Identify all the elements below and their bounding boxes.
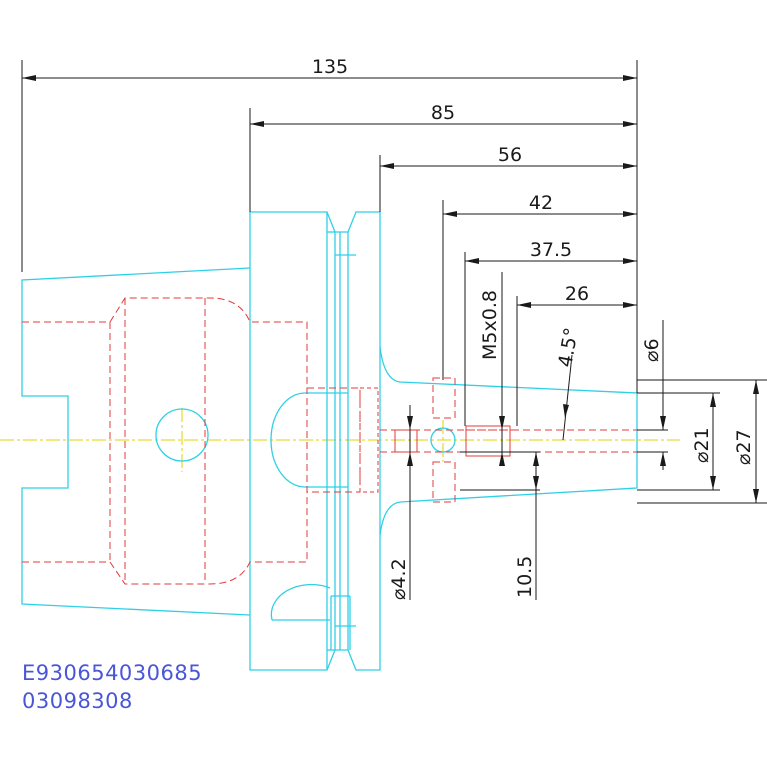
part-outline: [21, 211, 638, 671]
reference-number: E930654030685: [22, 661, 203, 685]
extension-lines: [21, 60, 767, 504]
dim-thread-spec: M5x0.8: [479, 290, 501, 360]
dim-nose-dia: ⌀21: [691, 427, 713, 463]
dimension-labels: 135 85 56 42 37.5 26 M5x0.8 4.5° ⌀6 ⌀21 …: [312, 56, 755, 600]
dim-collar-to-end: 56: [498, 144, 522, 166]
dim-pin-offset: 10.5: [514, 556, 536, 598]
dim-thread-start-to-end: 37.5: [530, 239, 572, 261]
dim-collar-dia: ⌀27: [733, 429, 755, 465]
dim-overall-length: 135: [312, 56, 348, 78]
dim-thread-to-end: 26: [565, 283, 589, 305]
reference-code: 03098308: [22, 689, 133, 713]
dim-pin-to-end: 42: [529, 192, 553, 214]
dim-flange-to-end: 85: [431, 102, 455, 124]
dim-pin-hole: ⌀4.2: [388, 558, 410, 600]
hidden-lines: [22, 297, 637, 585]
dim-bore-small: ⌀6: [641, 338, 663, 362]
dim-taper-angle: 4.5°: [554, 326, 583, 369]
dimension-lines: [22, 75, 759, 600]
